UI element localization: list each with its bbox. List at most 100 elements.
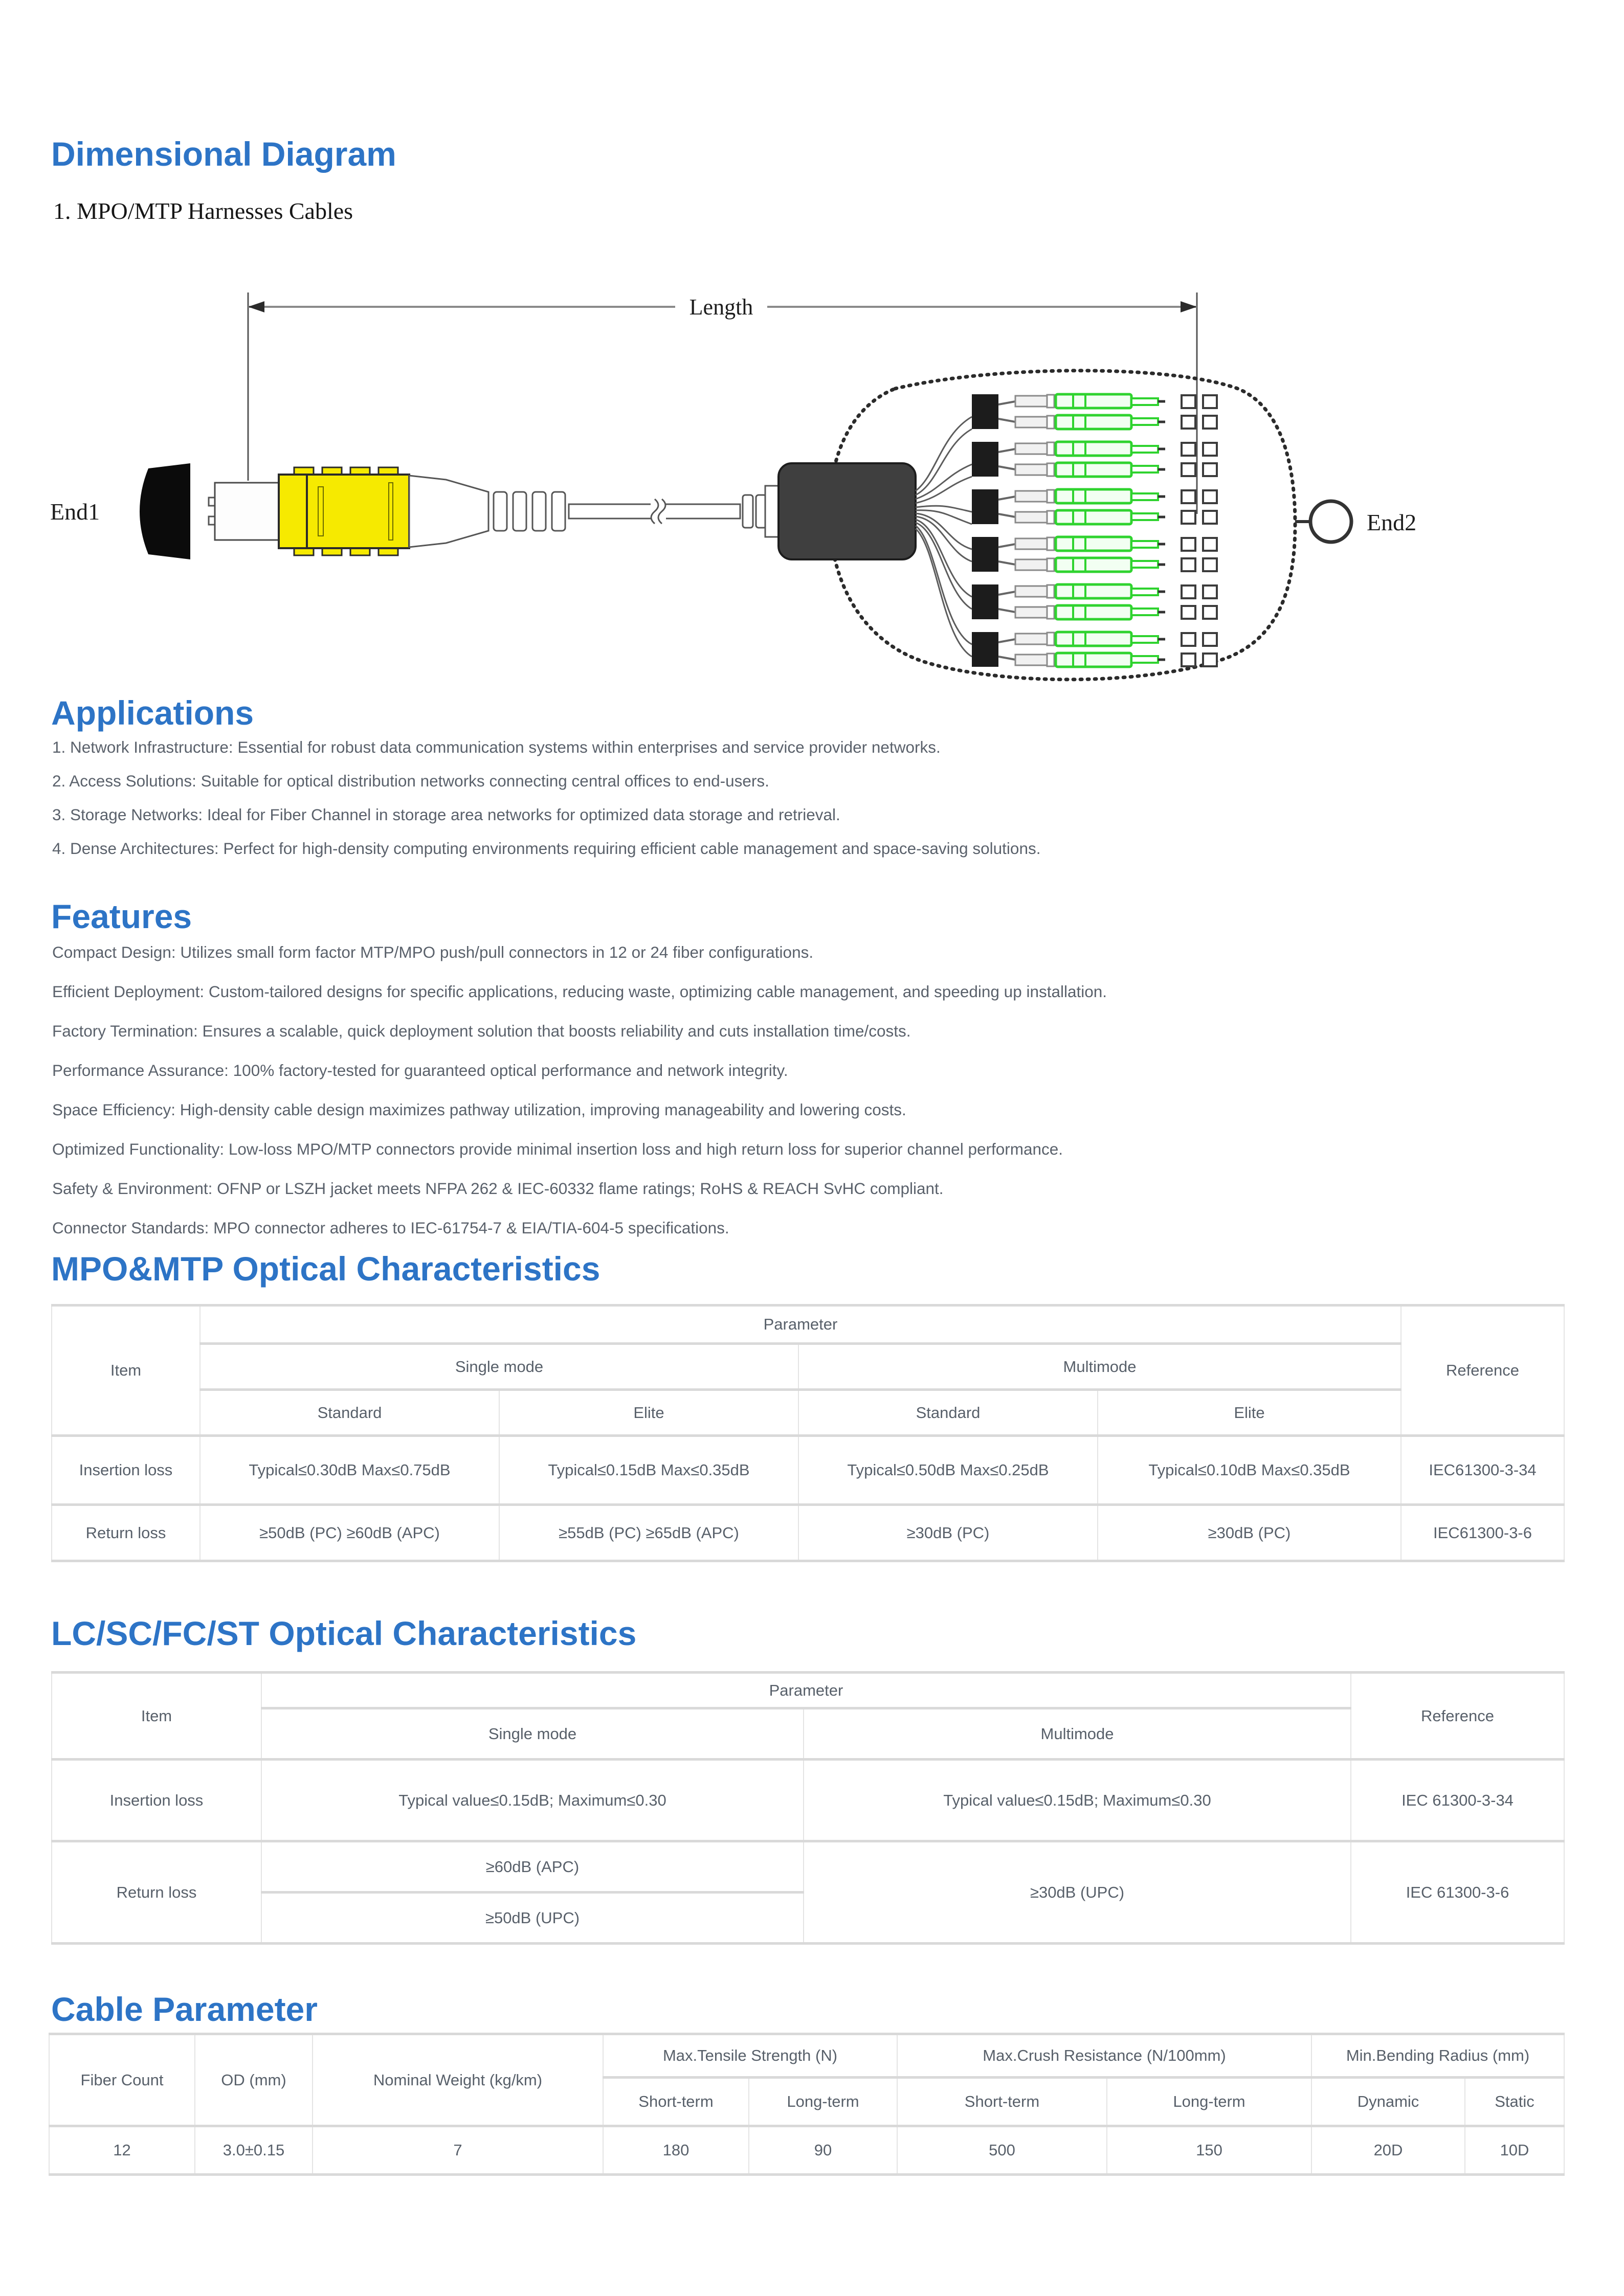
cable-value-fiber-count: 12 — [49, 2125, 195, 2176]
mpo-header-sm-standard: Standard — [199, 1388, 500, 1437]
mpo-header-item: Item — [51, 1304, 201, 1437]
feature-item: Connector Standards: MPO connector adher… — [52, 1219, 729, 1237]
mpo-ferrule — [214, 482, 280, 541]
cable-value-tensile-long: 90 — [748, 2125, 898, 2176]
harness-cable-diagram: Length End1 — [50, 292, 1416, 682]
feature-item: Efficient Deployment: Custom-tailored de… — [52, 982, 1107, 1001]
mpo-return-sm-standard: ≥50dB (PC) ≥60dB (APC) — [199, 1503, 500, 1562]
mpo-insertion-label: Insertion loss — [51, 1434, 201, 1506]
end2-loop — [1308, 499, 1353, 544]
mpo-housing — [278, 466, 410, 556]
mpo-insertion-mm-standard: Typical≤0.50dB Max≤0.25dB — [798, 1434, 1098, 1506]
feature-item: Space Efficiency: High-density cable des… — [52, 1100, 906, 1119]
lc-return-single-upc: ≥50dB (UPC) — [261, 1891, 804, 1945]
mpo-header-mm-standard: Standard — [798, 1388, 1098, 1437]
cable-header-nominal-weight: Nominal Weight (kg/km) — [312, 2033, 604, 2127]
cable-header-crush-short: Short-term — [897, 2076, 1107, 2127]
features-list: Compact Design: Utilizes small form fact… — [52, 933, 1566, 1248]
lc-insertion-single: Typical value≤0.15dB; Maximum≤0.30 — [261, 1758, 804, 1842]
cable-header-crush-long: Long-term — [1106, 2076, 1312, 2127]
fanout-fibers — [915, 416, 972, 658]
cable-value-bending-dynamic: 20D — [1311, 2125, 1465, 2176]
feature-item: Compact Design: Utilizes small form fact… — [52, 943, 814, 961]
cable-header-tensile-short: Short-term — [603, 2076, 749, 2127]
lc-return-multi: ≥30dB (UPC) — [803, 1840, 1351, 1945]
mpo-return-label: Return loss — [51, 1503, 201, 1562]
application-item: 3. Storage Networks: Ideal for Fiber Cha… — [52, 805, 840, 824]
cable-header-static: Static — [1464, 2076, 1565, 2127]
cable-break-symbol — [650, 498, 659, 525]
table-row: 12 3.0±0.15 7 180 90 500 150 20D 10D — [49, 2125, 1565, 2176]
lc-header-single-mode: Single mode — [261, 1707, 804, 1761]
strain-relief-ribs — [493, 491, 566, 532]
length-dimension: Length — [247, 292, 1198, 514]
lc-header-reference: Reference — [1350, 1671, 1565, 1761]
arrowhead-left — [248, 301, 264, 312]
cable-value-tensile-short: 180 — [603, 2125, 749, 2176]
lc-return-label: Return loss — [51, 1840, 262, 1945]
end1-label: End1 — [50, 499, 100, 525]
cable-parameter-table: Fiber Count OD (mm) Nominal Weight (kg/k… — [49, 2033, 1565, 2176]
section-title-lc-optical: LC/SC/FC/ST Optical Characteristics — [51, 1614, 637, 1652]
length-label: Length — [689, 295, 753, 320]
fanout-collar — [764, 485, 781, 538]
mpo-insertion-sm-standard: Typical≤0.30dB Max≤0.75dB — [199, 1434, 500, 1506]
mpo-insertion-sm-elite: Typical≤0.15dB Max≤0.35dB — [499, 1434, 799, 1506]
application-item: 2. Access Solutions: Suitable for optica… — [52, 772, 769, 790]
section-title-cable-parameter: Cable Parameter — [51, 1990, 318, 2028]
cable-header-fiber-count: Fiber Count — [49, 2033, 195, 2127]
mpo-return-mm-standard: ≥30dB (PC) — [798, 1503, 1098, 1562]
mpo-header-parameter: Parameter — [199, 1304, 1401, 1345]
diagram-subtitle: 1. MPO/MTP Harnesses Cables — [53, 198, 353, 224]
cable-header-crush: Max.Crush Resistance (N/100mm) — [897, 2033, 1312, 2079]
table-row: Insertion loss Typical≤0.30dB Max≤0.75dB… — [51, 1434, 1565, 1506]
cable-value-bending-static: 10D — [1464, 2125, 1565, 2176]
cable-value-crush-long: 150 — [1106, 2125, 1312, 2176]
cable-header-tensile-long: Long-term — [748, 2076, 898, 2127]
cable-header-od: OD (mm) — [194, 2033, 313, 2127]
mpo-header-reference: Reference — [1400, 1304, 1565, 1437]
applications-list: 1. Network Infrastructure: Essential for… — [52, 730, 1566, 865]
mpo-header-sm-elite: Elite — [499, 1388, 799, 1437]
feature-item: Safety & Environment: OFNP or LSZH jacke… — [52, 1179, 944, 1198]
cable-header-dynamic: Dynamic — [1311, 2076, 1465, 2127]
cable-header-tensile: Max.Tensile Strength (N) — [603, 2033, 898, 2079]
table-row: Return loss ≥60dB (APC) ≥30dB (UPC) IEC … — [51, 1840, 1565, 1945]
lc-insertion-reference: IEC 61300-3-34 — [1350, 1758, 1565, 1842]
mpo-header-multimode: Multimode — [798, 1342, 1401, 1391]
table-row: Insertion loss Typical value≤0.15dB; Max… — [51, 1758, 1565, 1842]
application-item: 4. Dense Architectures: Perfect for high… — [52, 839, 1041, 858]
cable-header-bending: Min.Bending Radius (mm) — [1311, 2033, 1565, 2079]
lc-return-reference: IEC 61300-3-6 — [1350, 1840, 1565, 1945]
cable-value-od: 3.0±0.15 — [194, 2125, 313, 2176]
mpo-return-reference: IEC61300-3-6 — [1400, 1503, 1565, 1562]
lc-insertion-label: Insertion loss — [51, 1758, 262, 1842]
mpo-return-mm-elite: ≥30dB (PC) — [1097, 1503, 1401, 1562]
mpo-optical-table: Item Parameter Reference Single mode Mul… — [51, 1304, 1565, 1562]
mpo-connector — [208, 466, 782, 556]
section-title-applications: Applications — [51, 694, 254, 732]
lc-return-single-apc: ≥60dB (APC) — [261, 1840, 804, 1894]
mpo-header-mm-elite: Elite — [1097, 1388, 1401, 1437]
application-item: 1. Network Infrastructure: Essential for… — [52, 738, 941, 756]
fanout-body — [777, 462, 917, 560]
lc-header-parameter: Parameter — [261, 1671, 1351, 1709]
lc-header-item: Item — [51, 1671, 262, 1761]
table-row: ≥50dB (UPC) — [52, 1891, 1564, 1945]
lc-header-multimode: Multimode — [803, 1707, 1351, 1761]
lc-optical-table: Item Parameter Reference Single mode Mul… — [51, 1671, 1565, 1945]
feature-item: Factory Termination: Ensures a scalable,… — [52, 1022, 911, 1040]
table-row: Return loss ≥50dB (PC) ≥60dB (APC) ≥55dB… — [51, 1503, 1565, 1562]
mpo-boot — [408, 475, 490, 548]
mpo-insertion-mm-elite: Typical≤0.10dB Max≤0.35dB — [1097, 1434, 1401, 1506]
end2-label: End2 — [1367, 509, 1416, 535]
arrowhead-right — [1181, 301, 1197, 312]
lc-insertion-multi: Typical value≤0.15dB; Maximum≤0.30 — [803, 1758, 1351, 1842]
cable-value-nominal-weight: 7 — [312, 2125, 604, 2176]
mpo-header-single-mode: Single mode — [199, 1342, 799, 1391]
end1-dust-cap — [140, 463, 190, 559]
section-title-features: Features — [51, 897, 192, 935]
cable-value-crush-short: 500 — [897, 2125, 1107, 2176]
mpo-insertion-reference: IEC61300-3-34 — [1400, 1434, 1565, 1506]
